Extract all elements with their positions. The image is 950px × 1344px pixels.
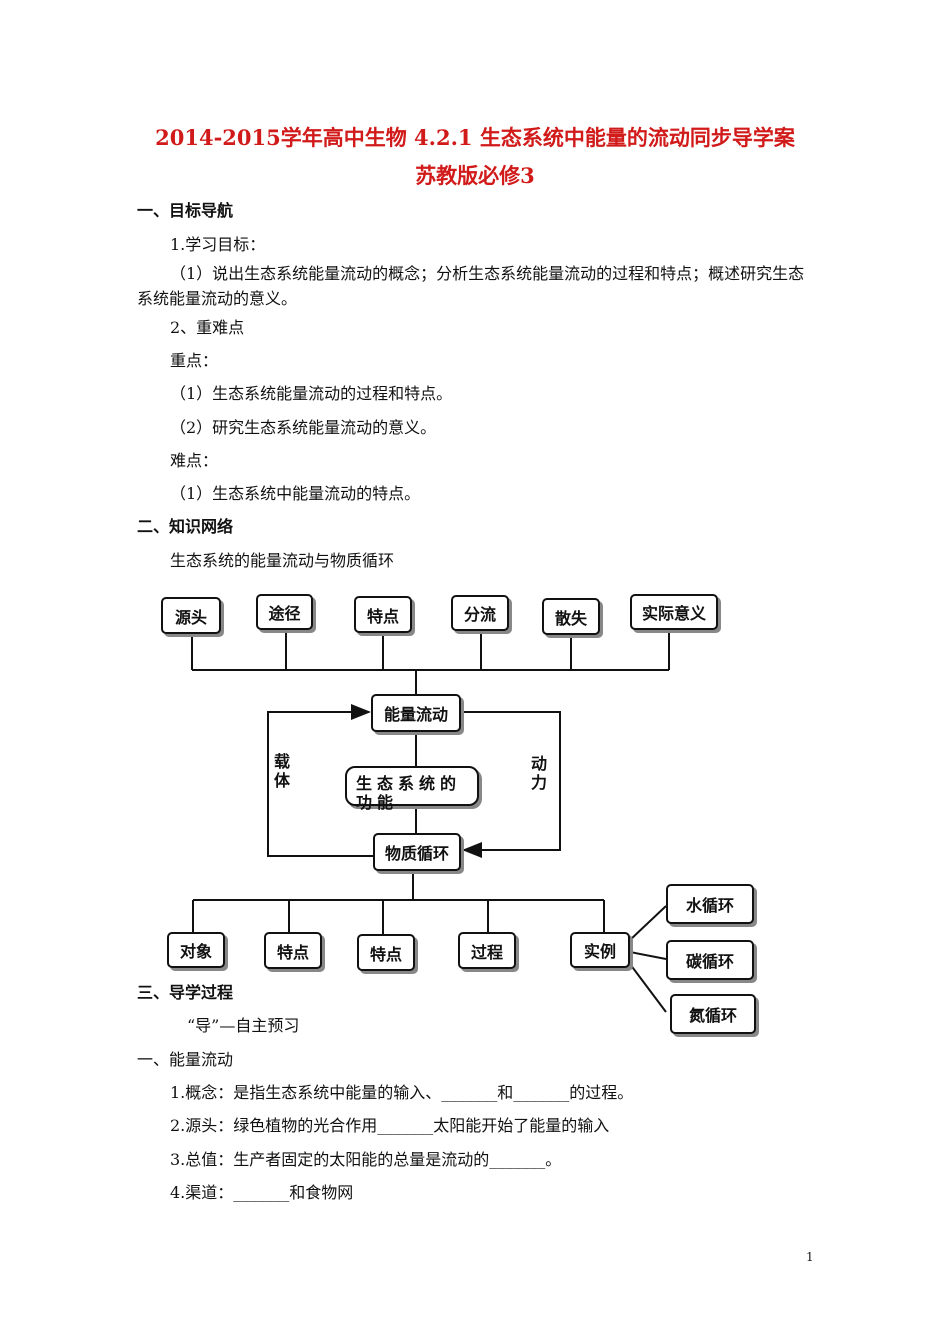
example-nitrogen-cycle: 氮循环 [670, 994, 756, 1034]
cycle-box-process: 过程 [458, 932, 516, 969]
energy-flow-box: 能量流动 [371, 694, 461, 732]
example-water-cycle: 水循环 [666, 884, 754, 924]
section-1-heading: 一、目标导航 [137, 201, 234, 220]
key-label: 2、重难点 [170, 318, 245, 337]
concept-box-branch: 分流 [451, 595, 509, 631]
goal-text-2: 系统能量流动的意义。 [137, 289, 298, 308]
energy-flow-heading: 一、能量流动 [137, 1050, 234, 1069]
title-line-1: 2014-2015学年高中生物 4.2.1 生态系统中能量的流动同步导学案 [155, 125, 795, 150]
key-point-1: （1）生态系统能量流动的过程和特点。 [170, 384, 453, 403]
concept-box-pathway: 途径 [256, 594, 313, 630]
concept-box-source: 源头 [161, 597, 221, 634]
title-line-2: 苏教版必修3 [415, 163, 535, 188]
key-point-2: （2）研究生态系统能量流动的意义。 [170, 418, 437, 437]
self-study-guide: “导”—自主预习 [187, 1016, 300, 1035]
cycle-box-feature-1: 特点 [264, 932, 322, 969]
section-2-heading: 二、知识网络 [137, 517, 234, 536]
item-source: 2.源头：绿色植物的光合作用_______太阳能开始了能量的输入 [170, 1116, 610, 1135]
goal-label: 1.学习目标： [170, 235, 266, 254]
key-points-label: 重点： [170, 351, 219, 370]
page-number: 1 [806, 1250, 814, 1264]
cycle-box-example: 实例 [570, 932, 630, 968]
network-subtitle: 生态系统的能量流动与物质循环 [170, 551, 395, 570]
cycle-box-object: 对象 [167, 932, 225, 968]
concept-box-loss: 散失 [542, 598, 600, 635]
goal-text-1: （1）说出生态系统能量流动的概念；分析生态系统能量流动的过程和特点；概述研究生态 [170, 264, 805, 283]
item-concept: 1.概念：是指生态系统中能量的输入、_______和_______的过程。 [170, 1083, 634, 1102]
concept-box-feature: 特点 [354, 596, 412, 633]
difficult-point-1: （1）生态系统中能量流动的特点。 [170, 484, 421, 503]
difficult-label: 难点： [170, 451, 219, 470]
ecosystem-function-box: 生态系统的功能 [345, 766, 479, 812]
concept-box-significance: 实际意义 [630, 594, 718, 630]
cycle-box-feature-2: 特点 [357, 934, 415, 971]
example-carbon-cycle: 碳循环 [666, 940, 754, 980]
item-total: 3.总值：生产者固定的太阳能的总量是流动的_______。 [170, 1150, 562, 1169]
ecosystem-function-label: 生态系统的功能 [356, 774, 462, 812]
section-3-heading: 三、导学过程 [137, 983, 234, 1002]
item-channel: 4.渠道：_______和食物网 [170, 1183, 354, 1202]
carrier-label: 载体 [273, 752, 290, 790]
power-label: 动力 [530, 754, 547, 792]
material-cycle-box: 物质循环 [373, 833, 461, 871]
